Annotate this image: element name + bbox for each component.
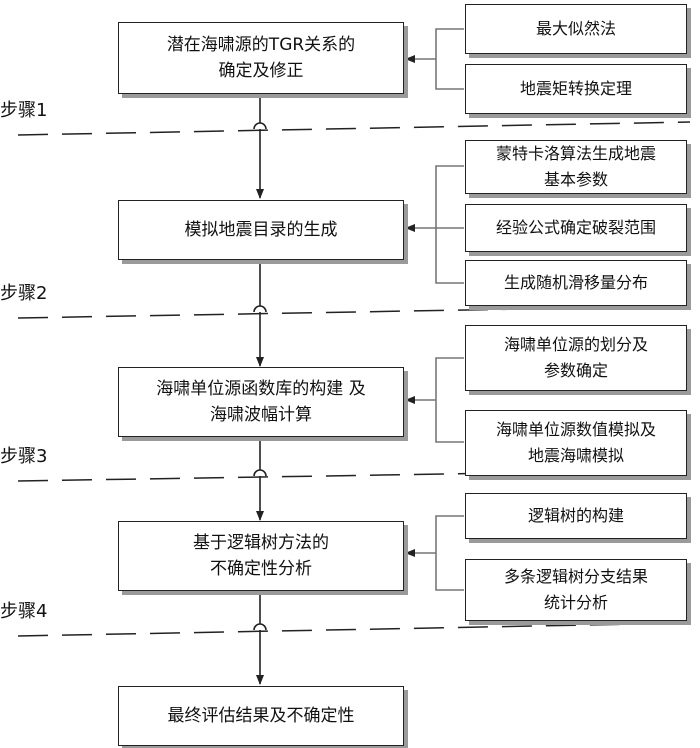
main-step-5: 最终评估结果及不确定性 [118,686,404,746]
step-divider-1 [17,121,691,136]
sub-step-3-1: 海啸单位源的划分及 参数确定 [465,325,687,391]
main-step-4: 基于逻辑树方法的 不确定性分析 [118,521,404,591]
main-step-1: 潜在海啸源的TGR关系的 确定及修正 [118,22,404,94]
sub-step-4-1: 逻辑树的构建 [465,493,687,539]
sub-step-3-2: 海啸单位源数值模拟及 地震海啸模拟 [465,410,687,476]
step-label-3: 步骤3 [0,446,48,467]
step-label-1: 步骤1 [0,100,48,121]
main-step-3: 海啸单位源函数库的构建 及 海啸波幅计算 [118,367,404,437]
step-divider-2 [17,305,691,319]
sub-step-2-1: 蒙特卡洛算法生成地震 基本参数 [465,140,687,194]
step-divider-3 [17,469,691,482]
main-step-2: 模拟地震目录的生成 [118,200,404,260]
sub-step-1-2: 地震矩转换定理 [465,64,687,114]
sub-step-2-3: 生成随机滑移量分布 [465,260,687,306]
step-divider-4 [17,622,691,637]
sub-step-4-2: 多条逻辑树分支结果 统计分析 [465,559,687,621]
step-label-4: 步骤4 [0,601,48,622]
sub-step-brackets [405,28,464,591]
sub-step-2-2: 经验公式确定破裂范围 [465,204,687,252]
sub-step-1-1: 最大似然法 [465,4,687,54]
line-hop-marks [253,122,267,631]
step-label-2: 步骤2 [0,283,48,304]
